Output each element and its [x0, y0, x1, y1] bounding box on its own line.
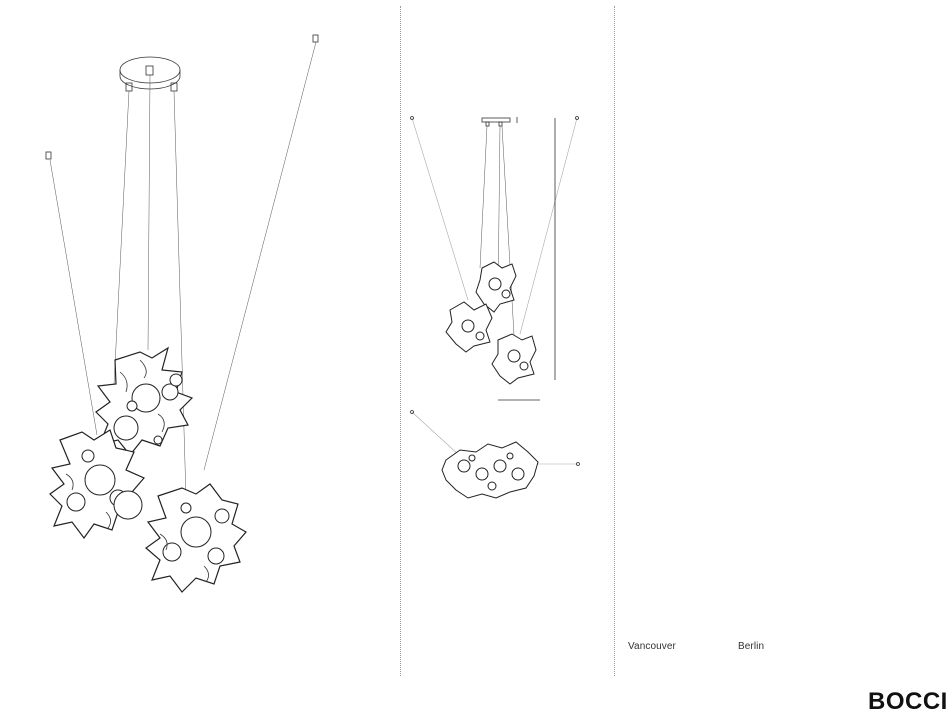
dotted-divider: [400, 6, 401, 676]
city-vancouver: Vancouver: [628, 641, 676, 652]
suspension-cables: [50, 42, 316, 498]
canopy: [482, 117, 517, 126]
light-cluster-plan: [442, 442, 538, 498]
dotted-divider: [614, 6, 615, 676]
light-cluster-group: [446, 262, 536, 384]
city-berlin: Berlin: [738, 641, 764, 652]
light-cluster-lower: [146, 484, 246, 592]
pendant-plan-drawing: [402, 400, 614, 510]
brand-logo: BOCCI: [868, 688, 948, 716]
pendant-perspective-drawing: [0, 0, 400, 640]
wall-anchor: [46, 35, 318, 159]
pendant-elevation-drawing: [402, 0, 614, 400]
